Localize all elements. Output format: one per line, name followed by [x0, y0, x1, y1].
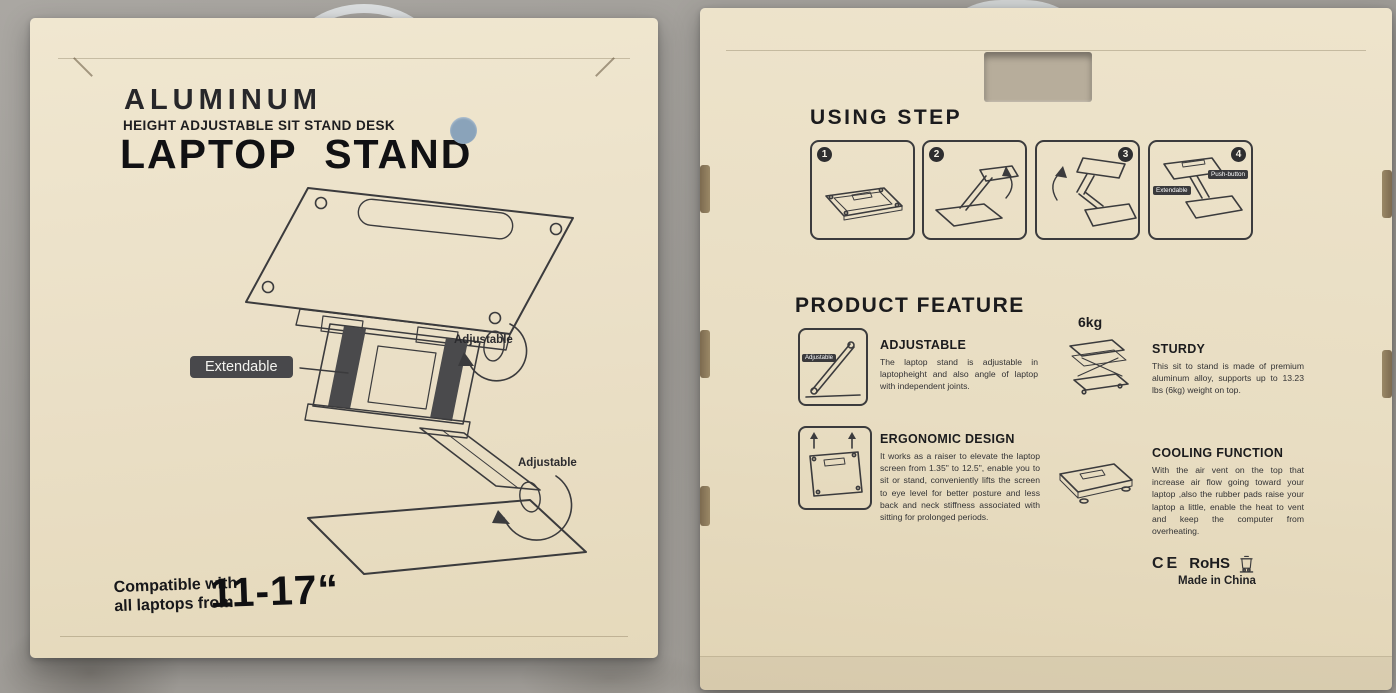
- using-step-panel-4: 4 Extendable Push-button: [1148, 140, 1253, 240]
- feature-body-cooling: With the air vent on the top that increa…: [1152, 465, 1304, 537]
- laptop-stand-illustration: [245, 187, 587, 575]
- icon-adjustable-label: Adjustable: [802, 354, 837, 362]
- flap-slot: [1382, 350, 1392, 398]
- step4-extendable-label: Extendable: [1153, 186, 1191, 195]
- using-step-panel-3: 3: [1035, 140, 1140, 240]
- round-sticker: [450, 117, 477, 144]
- step-3-illustration: [1052, 157, 1137, 227]
- certification-row: CE RoHS: [1152, 554, 1254, 573]
- feature-body-adjustable: The laptop stand is adjustable in laptop…: [880, 357, 1038, 392]
- ce-mark: CE: [1152, 554, 1181, 572]
- size-range: 11-17“: [209, 565, 340, 617]
- step-number-badge: 2: [929, 147, 944, 162]
- back-box-photo: USING STEP 1 2: [700, 8, 1392, 690]
- box-crease: [726, 50, 1366, 51]
- brand-subline: HEIGHT ADJUSTABLE SIT STAND DESK: [123, 118, 396, 133]
- front-box-photo: ALUMINUM HEIGHT ADJUSTABLE SIT STAND DES…: [30, 18, 658, 658]
- using-step-panel-2: 2: [922, 140, 1027, 240]
- flap-slot: [1382, 170, 1392, 218]
- step-number-badge: 3: [1118, 147, 1133, 162]
- sturdy-stack-icon: [1069, 339, 1129, 395]
- feature-title-adjustable: ADJUSTABLE: [880, 338, 967, 352]
- adjustable-feature-icon: Adjustable: [798, 328, 868, 406]
- feature-title-sturdy: STURDY: [1152, 342, 1206, 356]
- feature-title-cooling: COOLING FUNCTION: [1152, 446, 1284, 460]
- made-in-label: Made in China: [1178, 575, 1256, 587]
- step4-push-button-label: Push-button: [1208, 170, 1248, 179]
- using-step-title: USING STEP: [810, 106, 963, 129]
- adjustable-label-top: Adjustable: [454, 334, 513, 346]
- box-crease: [60, 636, 628, 637]
- ergonomic-plate-icon: [809, 432, 863, 497]
- box-crease: [58, 58, 630, 59]
- flap-slot: [700, 330, 710, 378]
- step-2-illustration: [935, 165, 1019, 227]
- step-1-illustration: [825, 187, 903, 221]
- extendable-label: Extendable: [190, 356, 293, 378]
- flap-slot: [700, 165, 710, 213]
- flap-cut: [595, 57, 615, 77]
- feature-title-ergonomic: ERGONOMIC DESIGN: [880, 432, 1015, 446]
- adjustable-label-bottom: Adjustable: [518, 457, 577, 469]
- sturdy-weight-label: 6kg: [1078, 314, 1103, 330]
- handle-recess: [984, 52, 1092, 102]
- flap-slot: [700, 486, 710, 526]
- rohs-mark: RoHS: [1189, 555, 1231, 572]
- brand-line-aluminum: ALUMINUM: [124, 84, 322, 116]
- weee-bin-icon: [1239, 555, 1254, 573]
- flap-cut: [73, 57, 93, 77]
- feature-body-sturdy: This sit to stand is made of premium alu…: [1152, 361, 1304, 396]
- step-number-badge: 4: [1231, 147, 1246, 162]
- ergonomic-feature-icon: [798, 426, 872, 510]
- feature-body-ergonomic: It works as a raiser to elevate the lapt…: [880, 451, 1040, 523]
- adjustable-arm-icon: [805, 341, 861, 398]
- using-step-panel-1: 1: [810, 140, 915, 240]
- product-title: LAPTOP STAND: [120, 131, 473, 177]
- bottom-flap: [700, 656, 1392, 690]
- step-number-badge: 1: [817, 147, 832, 162]
- cooling-vent-icon: [1059, 463, 1133, 504]
- product-feature-title: PRODUCT FEATURE: [795, 294, 1025, 317]
